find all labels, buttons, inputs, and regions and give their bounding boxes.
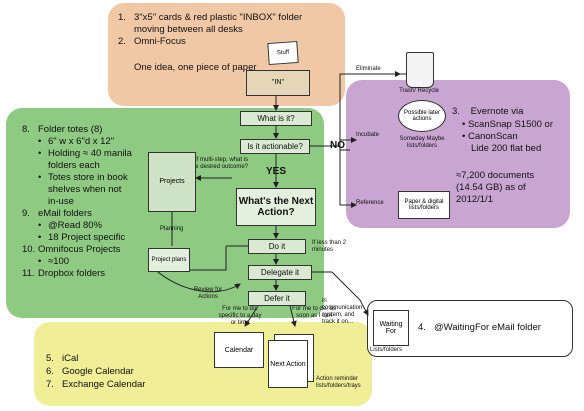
is-actionable-box: Is it actionable? xyxy=(240,139,310,154)
left-item-11: 11.Dropbox folders xyxy=(22,268,106,279)
defer-it-box: Defer it xyxy=(248,291,306,306)
evernote-stats-1: ≈7,200 documents xyxy=(456,170,535,181)
action-reminder-note: Action reminder lists/folders/trays xyxy=(316,376,361,389)
specific-day-note: For me to do, specific to a day or time xyxy=(218,306,262,326)
bottom-item-6: 6.Google Calendar xyxy=(46,366,134,377)
waiting-note: 4.@WaitingFor eMail folder xyxy=(418,322,541,333)
evernote-bullet-3: Lide 200 flat bed xyxy=(471,143,542,154)
left-bullet-100: •≈100 xyxy=(38,256,70,267)
multi-step-note: If multi-step, what is the desired outco… xyxy=(190,157,248,170)
reference-label: Reference xyxy=(356,200,384,206)
left-bullet-read: •@Read 80% xyxy=(38,220,103,231)
review-label: Review for Actions xyxy=(193,287,223,300)
top-item-1: 1.3"x5" cards & red plastic "INBOX" fold… xyxy=(118,12,303,23)
no-label: NO xyxy=(330,140,345,151)
delegate-it-box: Delegate it xyxy=(248,265,312,280)
top-item-1-cont: moving between all desks xyxy=(134,24,243,35)
left-bullet-totes: •Totes store in book xyxy=(38,172,128,183)
evernote-stats-3: 2012/1/1 xyxy=(456,194,493,205)
left-bullet-holding: •Holding ≈ 40 manila xyxy=(38,148,132,159)
left-bullet-project: •18 Project specific xyxy=(38,232,126,243)
reference-box: Paper & digital lists/folders xyxy=(398,191,450,219)
project-plans-box: Project plans xyxy=(148,248,190,272)
someday-label: Someday Maybe lists/folders xyxy=(399,136,445,149)
stuff-paper: Stuff xyxy=(267,40,299,66)
calendar-icon: Calendar xyxy=(214,332,264,368)
planning-label: Planning xyxy=(160,226,184,232)
top-note: One idea, one piece of paper xyxy=(134,62,257,73)
left-bullet-totes-cont2: in-use xyxy=(48,196,74,207)
incubate-label: Incubate xyxy=(356,132,380,138)
waiting-for-doc: Waiting For xyxy=(373,310,409,346)
left-item-9: 9.eMail folders xyxy=(22,208,92,219)
evernote-stats: ≈7,200 documents (14.54 GB) as of 2012/1… xyxy=(456,170,534,206)
in-communication-note: in communication system, and track it on… xyxy=(322,298,363,325)
less-than-2-min-note: If less than 2 minutes xyxy=(312,240,347,253)
possible-later-cloud: Possible later actions xyxy=(398,100,446,132)
left-list: 8.Folder totes (8) •6" w x 6"d x 12" •Ho… xyxy=(22,124,132,280)
do-it-box: Do it xyxy=(248,239,306,254)
in-tray: "IN" xyxy=(246,70,310,96)
yes-label: YES xyxy=(266,166,287,177)
eliminate-label: Eliminate xyxy=(356,66,381,72)
bottom-item-7: 7.Exchange Calendar xyxy=(46,379,146,390)
asap-note: For me to do, as soon as I can xyxy=(292,306,336,319)
what-is-it-box: What is it? xyxy=(240,111,312,126)
next-action-stack-front: Next Action xyxy=(268,340,308,388)
trash-label: Trash/ Recycle xyxy=(399,88,439,94)
evernote-bullets: • ScanSnap S1500 or • CanonScan Lide 200… xyxy=(462,119,553,155)
left-bullet-size: •6" w x 6"d x 12" xyxy=(38,136,115,147)
top-item-2: 2.Omni-Focus xyxy=(118,36,186,47)
left-item-10: 10.Omnifocus Projects xyxy=(22,244,121,255)
evernote-heading: 3. Evernote via xyxy=(452,106,524,117)
waiting-lists-label: Lists/folders xyxy=(370,347,403,353)
left-bullet-holding-cont: folders each xyxy=(48,160,100,171)
trash-can-icon xyxy=(406,52,434,88)
next-action-question-box: What's the Next Action? xyxy=(236,188,316,226)
evernote-bullet-1: • ScanSnap S1500 or xyxy=(462,119,554,130)
bottom-item-5: 5.iCal xyxy=(46,353,79,364)
left-bullet-totes-cont: shelves when not xyxy=(48,184,122,195)
bottom-region xyxy=(34,322,372,406)
evernote-stats-2: (14.54 GB) as of xyxy=(456,182,526,193)
left-item-8: 8.Folder totes (8) xyxy=(22,124,103,135)
evernote-bullet-2: • CanonScan xyxy=(462,131,518,142)
right-region xyxy=(346,80,570,228)
projects-folder: Projects xyxy=(148,152,196,212)
bottom-list: 5.iCal 6.Google Calendar 7.Exchange Cale… xyxy=(46,352,145,391)
